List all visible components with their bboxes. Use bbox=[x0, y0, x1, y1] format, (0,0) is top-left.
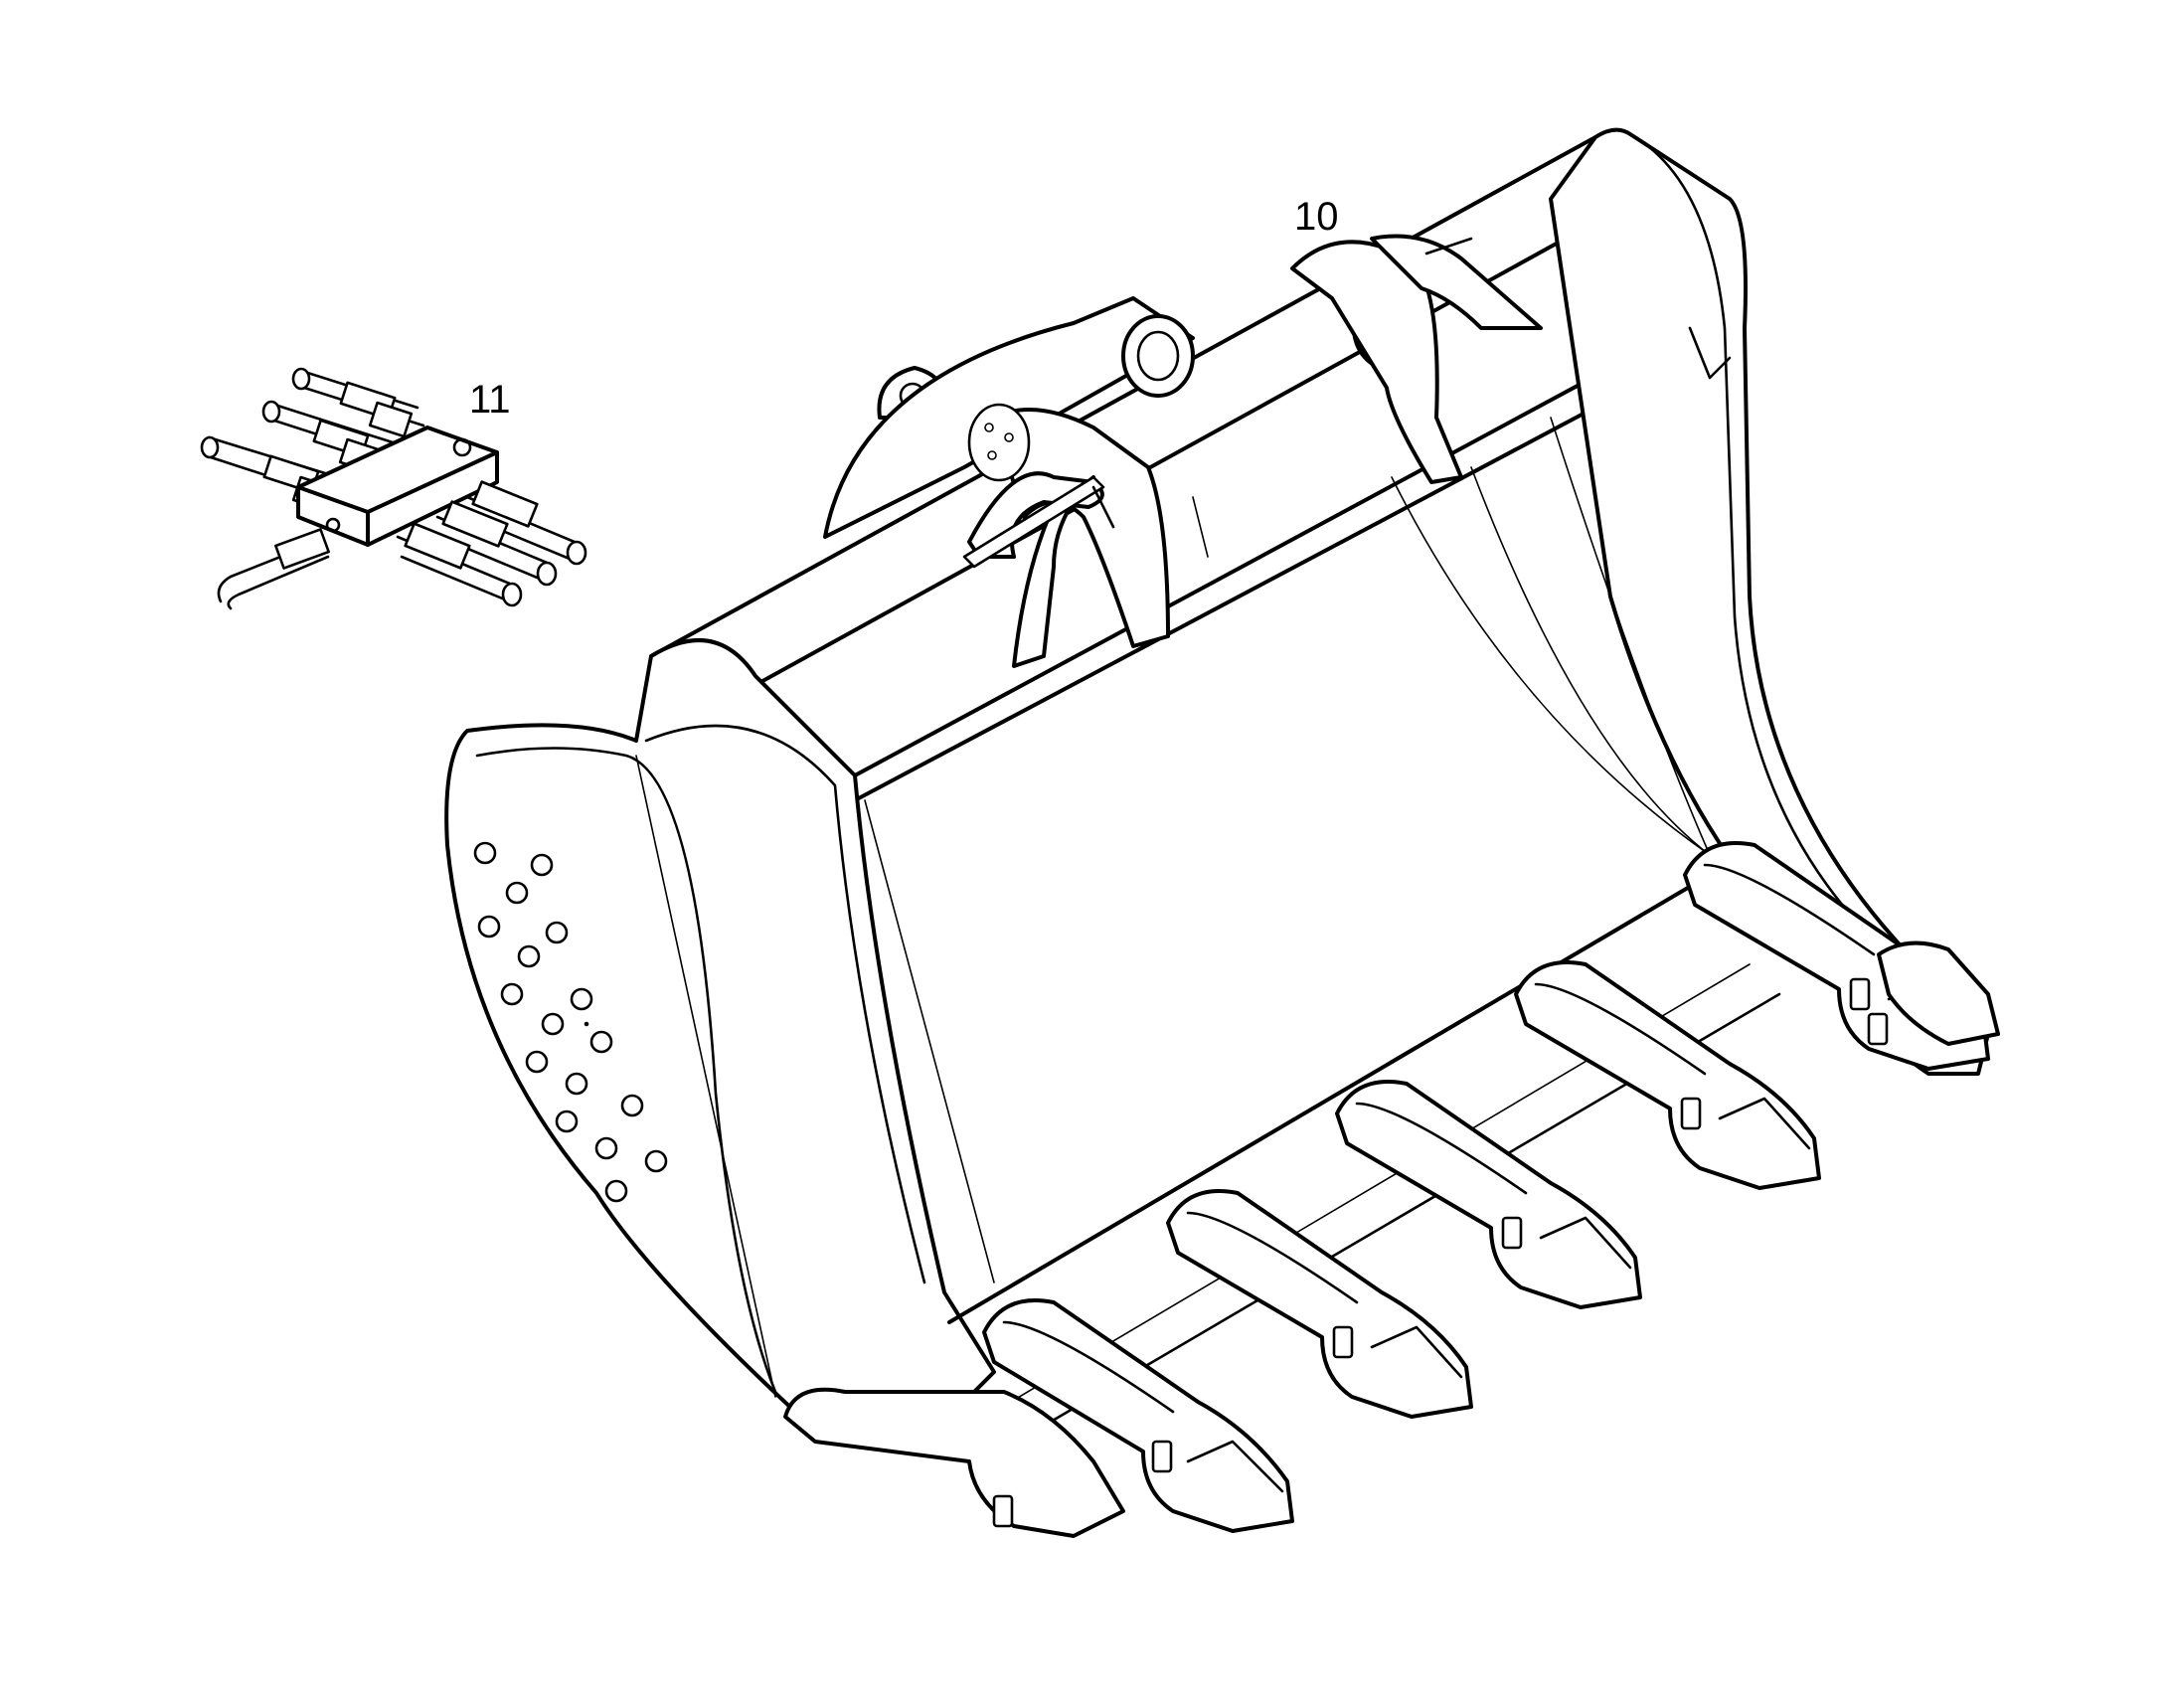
bucket-hinge-brackets bbox=[823, 234, 1543, 668]
hydraulic-manifold-block bbox=[200, 367, 587, 610]
callout-10: 10 bbox=[1294, 195, 1339, 239]
hydraulic-hoses-front bbox=[217, 480, 587, 610]
side-plate-holes bbox=[473, 841, 668, 1203]
manifold-block-body bbox=[296, 426, 499, 547]
callout-11: 11 bbox=[469, 378, 511, 422]
bucket-tooth-4 bbox=[1514, 960, 1821, 1190]
bucket-left-side-plate bbox=[444, 638, 996, 1414]
bucket-tooth-1 bbox=[982, 1298, 1294, 1533]
bucket-inner-floor bbox=[864, 417, 1711, 1283]
bucket-tooth-2 bbox=[1166, 1189, 1473, 1419]
bucket-teeth bbox=[783, 841, 2000, 1538]
bucket-tooth-6 bbox=[1867, 940, 2000, 1046]
bucket-tooth-left-corner bbox=[783, 1387, 1125, 1538]
bucket-assembly bbox=[444, 127, 2000, 1538]
bucket-tooth-3 bbox=[1335, 1080, 1642, 1309]
